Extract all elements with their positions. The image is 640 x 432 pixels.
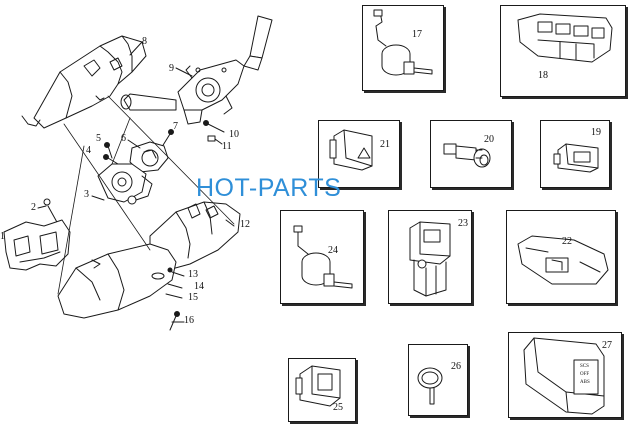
callout-23: 23 xyxy=(458,218,468,229)
callout-25: 25 xyxy=(333,402,343,413)
part-box-23 xyxy=(388,210,472,304)
callout-19: 19 xyxy=(591,127,601,138)
part-26-drawing xyxy=(418,368,442,404)
part-25-drawing xyxy=(296,366,340,406)
part-box-24 xyxy=(280,210,364,304)
callout-12: 12 xyxy=(240,219,250,230)
part-box-27 xyxy=(508,332,622,418)
callout-11: 11 xyxy=(222,141,232,152)
guide-line-d xyxy=(112,118,130,164)
part-23-drawing xyxy=(410,222,450,296)
part-6-ignition-switch xyxy=(130,142,168,172)
part-3-key-cylinder xyxy=(98,164,152,204)
callout-6: 6 xyxy=(121,133,126,144)
leader-9 xyxy=(176,68,192,76)
leader-6 xyxy=(128,140,140,148)
callout-27: 27 xyxy=(602,340,612,351)
guide-line-c xyxy=(58,146,84,294)
callout-21: 21 xyxy=(380,139,390,150)
part-box-17 xyxy=(362,5,444,91)
part-box-18 xyxy=(500,5,626,97)
callout-7: 7 xyxy=(173,121,178,132)
part-16-screw xyxy=(170,312,184,331)
switch-27-label-1: SCS xyxy=(580,364,589,369)
part-4-screw xyxy=(104,155,119,165)
callout-18: 18 xyxy=(538,70,548,81)
part-1-bracket xyxy=(4,220,70,270)
part-box-21 xyxy=(318,120,400,188)
callout-2: 2 xyxy=(31,202,36,213)
leader-8 xyxy=(130,42,142,55)
switch-27-label-2: OFF xyxy=(580,372,590,377)
callout-5: 5 xyxy=(96,133,101,144)
callout-20: 20 xyxy=(484,134,494,145)
part-9-combination-switch xyxy=(178,16,272,124)
part-27-drawing xyxy=(524,338,604,414)
part-24-drawing xyxy=(294,226,352,288)
callout-14: 14 xyxy=(194,281,204,292)
part-5-screw xyxy=(105,143,113,159)
leader-3 xyxy=(92,196,104,200)
guide-line-b xyxy=(64,124,150,250)
part-10-screw xyxy=(204,121,225,133)
part-box-25 xyxy=(288,358,356,422)
part-18-drawing xyxy=(518,14,612,62)
part-8-upper-column-cover xyxy=(22,36,146,128)
part-19-drawing xyxy=(554,144,598,172)
watermark-text: HOT-PARTS xyxy=(196,174,342,202)
callout-24: 24 xyxy=(328,245,338,256)
callout-15: 15 xyxy=(188,292,198,303)
part-11-clip xyxy=(208,136,222,144)
part-box-19 xyxy=(540,120,610,188)
callout-26: 26 xyxy=(451,361,461,372)
part-2-screw xyxy=(44,199,58,224)
callout-16: 16 xyxy=(184,315,194,326)
callout-3: 3 xyxy=(84,189,89,200)
part-17-drawing xyxy=(374,10,432,75)
callout-22: 22 xyxy=(562,236,572,247)
part-9-turn-signal-stalk xyxy=(121,94,176,110)
guide-line-a xyxy=(108,96,234,224)
part-box-22 xyxy=(506,210,616,304)
part-21-drawing xyxy=(330,130,372,170)
leader-12 xyxy=(226,220,234,226)
part-box-20 xyxy=(430,120,512,188)
part-12-lower-column-cover xyxy=(58,202,240,318)
callout-9: 9 xyxy=(169,63,174,74)
part-20-drawing xyxy=(444,144,490,167)
part-22-drawing xyxy=(518,236,608,284)
callout-1: 1 xyxy=(0,231,5,242)
callout-10: 10 xyxy=(229,129,239,140)
leader-2 xyxy=(38,206,46,208)
part-13-14-15-fasteners xyxy=(166,268,184,298)
part-box-26 xyxy=(408,344,468,416)
callout-8: 8 xyxy=(142,36,147,47)
callout-4: 4 xyxy=(86,145,91,156)
callout-13: 13 xyxy=(188,269,198,280)
switch-27-label-3: ABS xyxy=(580,380,590,385)
callout-17: 17 xyxy=(412,29,422,40)
